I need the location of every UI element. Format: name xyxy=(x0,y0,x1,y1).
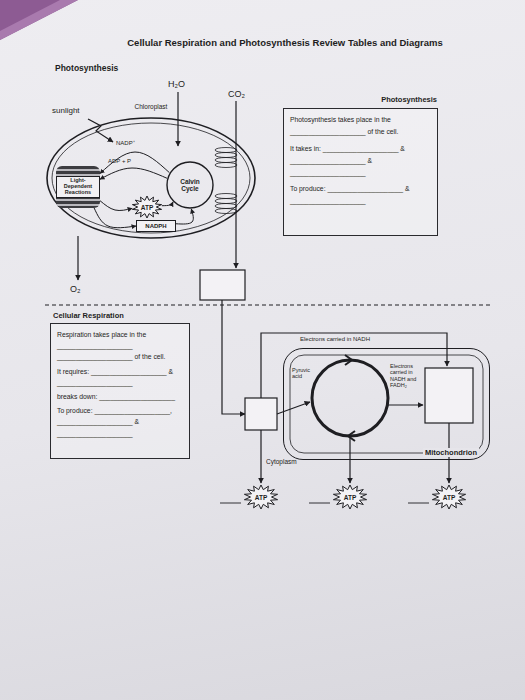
fill-in-prompt: To produce: ____________________, ______… xyxy=(57,405,183,439)
molecule-label: ATP xyxy=(132,196,162,218)
blank-line xyxy=(220,503,241,504)
thylakoid xyxy=(215,163,237,168)
inner-membrane xyxy=(290,355,483,453)
glucose-path-arrow xyxy=(222,300,245,414)
inner-membrane xyxy=(52,123,250,233)
organelle-label: Mitochondrion xyxy=(423,448,479,457)
flow-arrow xyxy=(176,209,193,224)
cycle-arrow-mark xyxy=(348,431,355,441)
purple-corner xyxy=(0,0,78,40)
molecule-label: ATP xyxy=(244,485,278,509)
fill-in-prompt: It takes in: ____________________ & ____… xyxy=(290,143,431,179)
thylakoid-stack xyxy=(215,148,237,214)
review-table-box: Cellular RespirationRespiration takes pl… xyxy=(50,323,190,459)
edge-label: NADP⁺ xyxy=(116,140,135,147)
atp-starburst: ATP xyxy=(132,196,162,218)
electron-carrier-arrow xyxy=(388,404,423,405)
carbon-dioxide-arrow xyxy=(235,101,236,268)
fill-in-prompt: Photosynthesis takes place in the ______… xyxy=(290,114,431,138)
flow-arrow xyxy=(100,168,167,179)
light-reaction-stack: Light-Dependent Reactions xyxy=(56,166,100,208)
glycolysis-blank-box xyxy=(245,398,277,430)
molecule-label: ATP xyxy=(333,485,367,509)
input-label: sunlight xyxy=(52,106,80,115)
starburst xyxy=(333,485,366,509)
input-label: H₂O xyxy=(168,79,185,89)
pathway-label: Pyruvic acid xyxy=(292,367,318,380)
fill-in-prompt: Respiration takes place in the _________… xyxy=(57,329,183,363)
water-input-arrow xyxy=(177,92,178,146)
outer-membrane xyxy=(47,118,255,238)
blank-line xyxy=(408,503,429,504)
atp-starburst: ATP xyxy=(244,485,278,509)
table-heading: Cellular Respiration xyxy=(53,311,124,320)
thylakoid xyxy=(215,158,237,163)
thylakoid xyxy=(215,199,237,204)
fill-in-prompt: To produce: ____________________ & _____… xyxy=(290,183,431,207)
flow-arrow xyxy=(100,201,132,211)
oxygen-output-arrow xyxy=(77,236,78,280)
pathway-label: Electrons carried in NADH xyxy=(300,336,370,343)
purple-corner-edge xyxy=(0,0,78,40)
starburst xyxy=(244,485,277,509)
atp-starburst: ATP xyxy=(333,485,367,509)
thylakoid xyxy=(215,209,237,214)
thylakoid xyxy=(215,194,237,199)
nadph-box: NADPH xyxy=(136,220,176,232)
atp-starburst: ATP xyxy=(432,485,466,509)
electron-transport-blank-box xyxy=(425,368,473,423)
electron-path-arrow xyxy=(261,333,447,398)
pyruvate-arrow xyxy=(277,402,310,414)
cycle-circle xyxy=(167,162,213,208)
flow-arrow xyxy=(100,152,169,173)
review-table-box: PhotosynthesisPhotosynthesis takes place… xyxy=(283,108,438,236)
starburst xyxy=(132,196,161,218)
section-divider xyxy=(45,305,490,306)
flow-arrow xyxy=(94,208,136,228)
table-heading: Photosynthesis xyxy=(381,95,437,104)
molecule-label: ATP xyxy=(432,485,466,509)
calvin-cycle-circle: Calvin Cycle xyxy=(166,161,214,209)
thylakoid xyxy=(215,153,237,158)
krebs-cycle-circle xyxy=(312,360,388,436)
atp-output-arrow xyxy=(260,430,261,483)
edge-label: ADP + P xyxy=(108,158,131,165)
starburst xyxy=(432,485,465,509)
blank-line xyxy=(309,503,330,504)
mitochondrion-outline: Mitochondrion xyxy=(283,348,490,460)
input-label: CO₂ xyxy=(228,89,245,99)
region-label: Cytoplasm xyxy=(266,458,297,465)
worksheet-title: Cellular Respiration and Photosynthesis … xyxy=(60,38,510,49)
flow-arrow xyxy=(162,202,173,206)
product-blank-box xyxy=(200,270,245,300)
fill-in-prompt: It requires: ____________________ & ____… xyxy=(57,366,183,388)
process-label: Calvin Cycle xyxy=(175,178,205,192)
cycle-arrow-mark xyxy=(345,355,352,365)
molecule-label: NADPH xyxy=(145,223,166,229)
section-heading: Photosynthesis xyxy=(55,64,118,74)
organelle-label: Chloroplast xyxy=(45,103,257,110)
output-label: O₂ xyxy=(70,284,81,294)
pathway-label: Electrons carried in NADH and FADH₂ xyxy=(390,363,424,388)
process-label: Light-Dependent Reactions xyxy=(56,176,100,197)
fill-in-prompt: breaks down: ____________________ xyxy=(57,391,183,402)
chloroplast-outline: ChloroplastLight-Dependent Reactions Calv… xyxy=(45,100,257,240)
